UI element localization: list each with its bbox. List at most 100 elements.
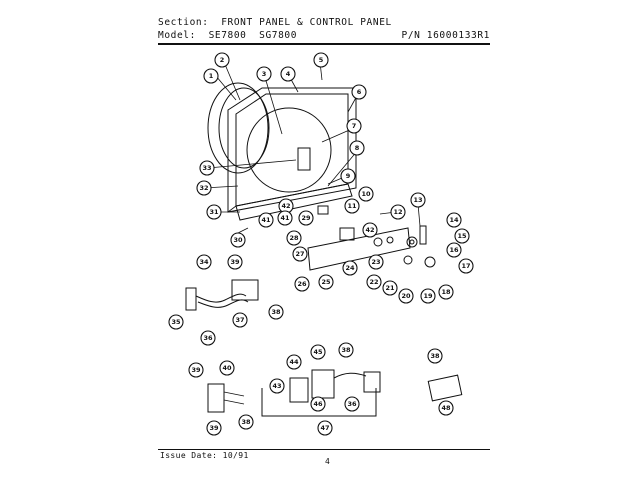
svg-text:24: 24 [345, 264, 355, 272]
callout-47: 47 [317, 420, 333, 436]
callout-21: 21 [382, 280, 398, 296]
callout-4: 4 [280, 66, 296, 82]
svg-text:15: 15 [457, 232, 467, 240]
callout-32: 32 [196, 180, 212, 196]
callout-28: 28 [286, 230, 302, 246]
callout-26: 26 [294, 276, 310, 292]
svg-text:43: 43 [272, 382, 281, 390]
callout-40: 40 [219, 360, 235, 376]
svg-text:30: 30 [233, 236, 243, 244]
svg-text:38: 38 [241, 418, 251, 426]
switch-assembly [261, 369, 381, 417]
part-number: P/N 16000133R1 [401, 30, 490, 41]
model-header: Model: SE7800 SG7800 [158, 30, 297, 41]
callout-39: 39 [188, 362, 204, 378]
svg-text:19: 19 [423, 292, 433, 300]
callout-22: 22 [366, 274, 382, 290]
callout-38: 38 [238, 414, 254, 430]
svg-text:13: 13 [413, 196, 422, 204]
svg-text:48: 48 [441, 404, 451, 412]
svg-text:6: 6 [357, 88, 362, 96]
svg-text:8: 8 [355, 144, 360, 152]
callout-33: 33 [199, 160, 215, 176]
svg-text:2: 2 [220, 56, 225, 64]
svg-text:10: 10 [361, 190, 371, 198]
svg-text:39: 39 [230, 258, 240, 266]
callout-35: 35 [168, 314, 184, 330]
callout-7: 7 [346, 118, 362, 134]
model-label: Model: [158, 30, 196, 41]
svg-text:36: 36 [347, 400, 357, 408]
svg-text:14: 14 [449, 216, 459, 224]
svg-text:36: 36 [203, 334, 213, 342]
svg-text:21: 21 [385, 284, 395, 292]
callout-11: 11 [344, 198, 360, 214]
section-header: Section: FRONT PANEL & CONTROL PANEL [158, 17, 392, 28]
callout-38: 38 [268, 304, 284, 320]
callout-48: 48 [438, 400, 454, 416]
callout-36: 36 [200, 330, 216, 346]
section-label: Section: [158, 17, 209, 28]
callout-6: 6 [351, 84, 367, 100]
section-value: FRONT PANEL & CONTROL PANEL [221, 17, 392, 28]
svg-text:40: 40 [222, 364, 232, 372]
model-value: SE7800 SG7800 [208, 30, 298, 41]
callout-31: 31 [206, 204, 222, 220]
callout-29: 29 [298, 210, 314, 226]
svg-text:25: 25 [321, 278, 331, 286]
switch-components [297, 147, 436, 268]
footer-divider [158, 449, 490, 450]
svg-text:16: 16 [449, 246, 459, 254]
front-panel [227, 87, 357, 213]
svg-text:9: 9 [346, 172, 351, 180]
callout-36: 36 [344, 396, 360, 412]
svg-text:3: 3 [262, 70, 267, 78]
svg-text:46: 46 [313, 400, 323, 408]
svg-text:27: 27 [295, 250, 304, 258]
svg-text:5: 5 [319, 56, 324, 64]
callout-43: 43 [269, 378, 285, 394]
callout-23: 23 [368, 254, 384, 270]
callout-5: 5 [313, 52, 329, 68]
callout-1: 1 [203, 68, 219, 84]
drum-rear-panel [207, 82, 270, 174]
svg-text:38: 38 [341, 346, 351, 354]
svg-text:44: 44 [289, 358, 299, 366]
svg-text:1: 1 [209, 72, 214, 80]
callout-27: 27 [292, 246, 308, 262]
svg-text:39: 39 [191, 366, 201, 374]
callout-30: 30 [230, 232, 246, 248]
callout-45: 45 [310, 344, 326, 360]
svg-text:33: 33 [202, 164, 211, 172]
page-number: 4 [325, 457, 330, 466]
issue-date: Issue Date: 10/91 [160, 451, 249, 460]
svg-text:41: 41 [280, 214, 290, 222]
callout-2: 2 [214, 52, 230, 68]
callout-3: 3 [256, 66, 272, 82]
svg-text:17: 17 [461, 262, 470, 270]
svg-text:29: 29 [301, 214, 311, 222]
svg-text:45: 45 [313, 348, 323, 356]
callout-38: 38 [338, 342, 354, 358]
callout-20: 20 [398, 288, 414, 304]
wire-harness [185, 279, 259, 311]
svg-text:20: 20 [401, 292, 411, 300]
svg-text:34: 34 [199, 258, 209, 266]
svg-text:35: 35 [171, 318, 181, 326]
svg-text:37: 37 [235, 316, 244, 324]
callout-46: 46 [310, 396, 326, 412]
callout-15: 15 [454, 228, 470, 244]
callout-17: 17 [458, 258, 474, 274]
callout-38: 38 [427, 348, 443, 364]
svg-text:22: 22 [369, 278, 378, 286]
connector-part [427, 374, 463, 402]
callout-37: 37 [232, 312, 248, 328]
svg-text:26: 26 [297, 280, 307, 288]
callout-42: 42 [362, 222, 378, 238]
callout-34: 34 [196, 254, 212, 270]
callout-19: 19 [420, 288, 436, 304]
svg-text:41: 41 [261, 216, 271, 224]
callout-8: 8 [349, 140, 365, 156]
callout-41: 41 [258, 212, 274, 228]
